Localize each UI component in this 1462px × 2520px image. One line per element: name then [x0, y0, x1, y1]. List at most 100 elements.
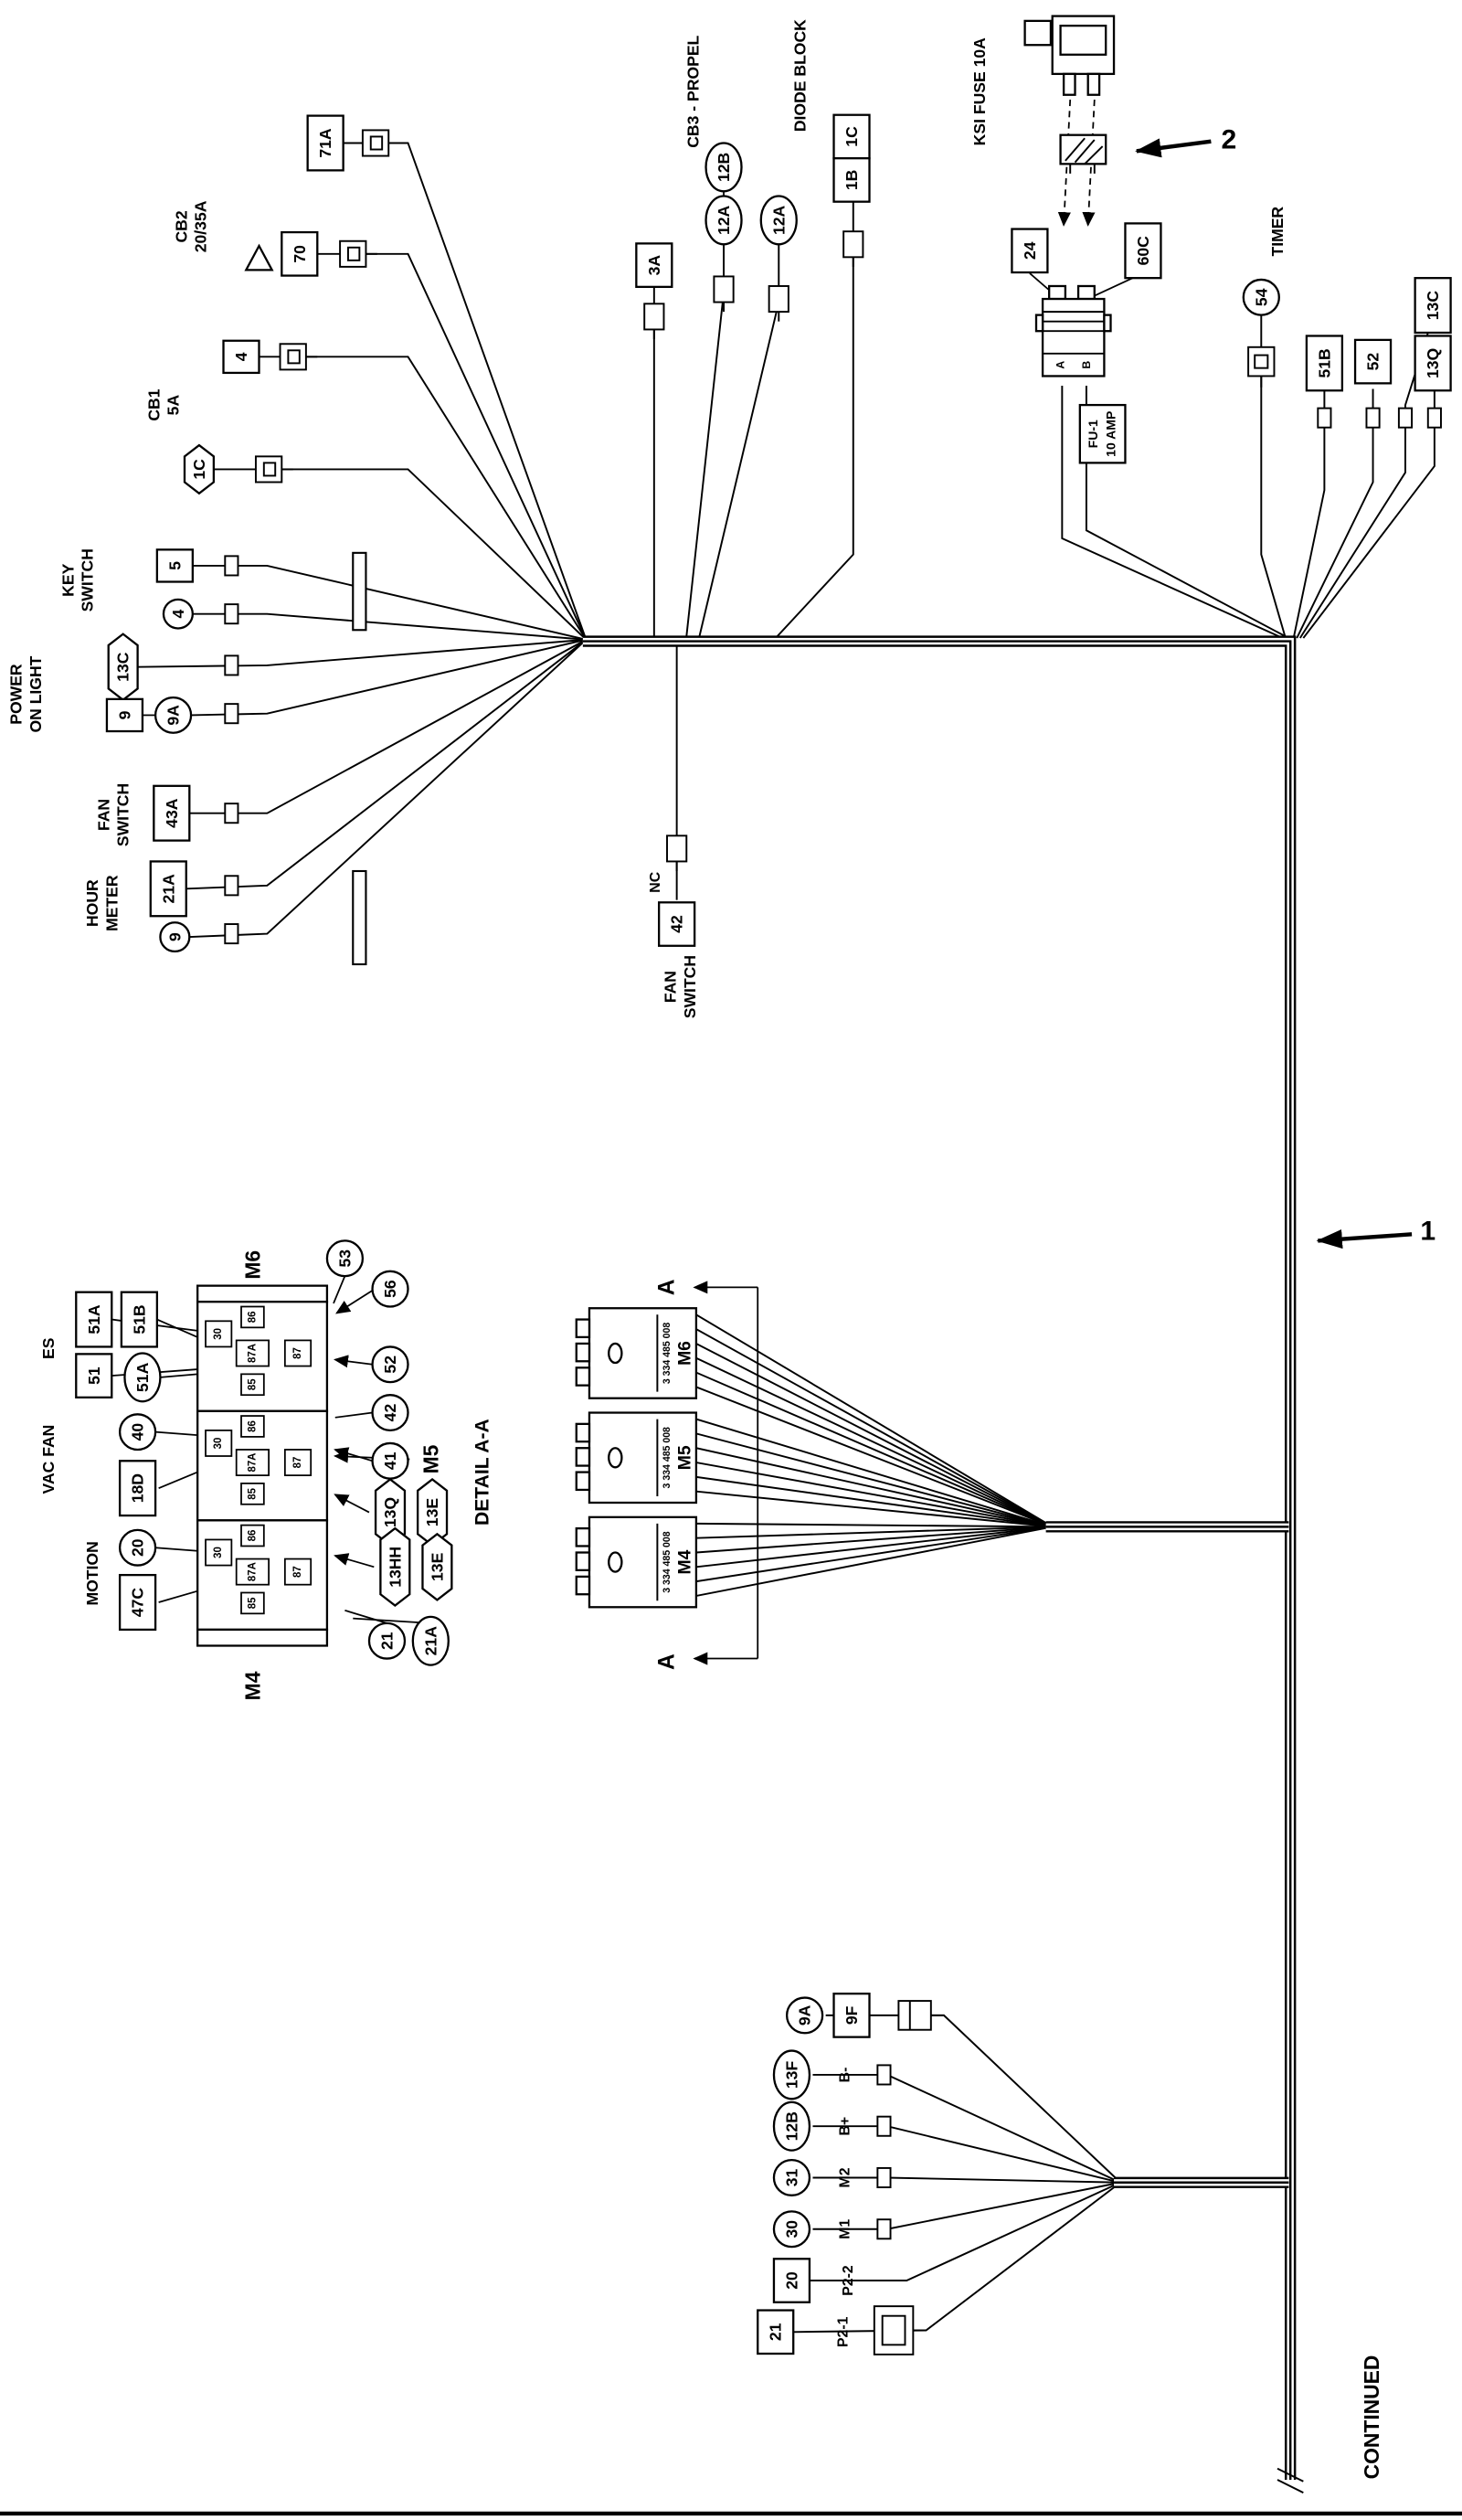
- wire-label-9F: 9F: [832, 1993, 871, 2038]
- wire-label-21: 21: [367, 1622, 407, 1660]
- plug-connector-icon: [666, 835, 688, 871]
- pin-text: 87: [292, 1347, 303, 1359]
- wire-label-51B: 51B: [120, 1291, 159, 1348]
- relay-pin-87: 87: [283, 1339, 313, 1367]
- wire-label-21A: 21A: [149, 860, 187, 918]
- leader-line: [158, 1471, 198, 1489]
- plug-connector-icon: [876, 2064, 892, 2086]
- label-text: 13HH: [386, 1547, 404, 1588]
- wire: [1061, 385, 1280, 638]
- label-text: 3A: [645, 255, 663, 276]
- connector-module-m5: [575, 1411, 698, 1505]
- wire: [812, 2181, 1121, 2230]
- label-text: 13F: [782, 2061, 800, 2089]
- wire-label-47C: 47C: [118, 1573, 157, 1632]
- leader-line: [156, 1318, 198, 1338]
- leader-line: [335, 1290, 374, 1314]
- wire: [695, 1386, 1054, 1528]
- diagram-text: METER: [102, 875, 121, 931]
- label-text: 12B: [782, 2111, 800, 2141]
- wire: [189, 639, 588, 939]
- label-text: 1C: [190, 459, 208, 480]
- wire-label-9A: 9A: [154, 696, 193, 734]
- label-text: 12B: [715, 153, 733, 182]
- label-text: 4: [169, 610, 187, 619]
- diagram-text: 20/35A: [192, 200, 210, 252]
- wire-label-52: 52: [371, 1345, 409, 1384]
- label-text: 71A: [316, 128, 334, 157]
- pin-text: 87A: [247, 1453, 258, 1473]
- label-text: 21A: [159, 874, 177, 903]
- wire-label-5: 5: [155, 548, 195, 583]
- wire-label-71A: 71A: [306, 114, 344, 172]
- label-text: 31: [782, 2169, 800, 2187]
- plug-connector-icon: [873, 2305, 927, 2355]
- relay-pin-30: 30: [205, 1429, 233, 1457]
- wire-label-9A: 9A: [785, 1996, 824, 2035]
- leader-line: [155, 1430, 198, 1437]
- leader-line: [353, 1617, 431, 1624]
- label-text: 53: [335, 1249, 354, 1268]
- diagram-text: MOTION: [83, 1541, 101, 1605]
- diagram-text: CB2: [172, 210, 190, 242]
- wire: [189, 638, 587, 814]
- diagram-text: FU-1: [1086, 420, 1100, 448]
- diagram-text: M4: [674, 1549, 694, 1574]
- label-text: 43A: [163, 798, 181, 827]
- plug-connector-icon: [897, 2000, 945, 2031]
- leader-line: [334, 1553, 375, 1568]
- label-text: 9: [115, 710, 133, 719]
- label-text: 47C: [129, 1588, 147, 1617]
- wire-label-13F: 13F: [772, 2049, 811, 2100]
- label-text: 42: [668, 915, 686, 933]
- plug-connector-icon: [1426, 407, 1442, 429]
- wire-label-30: 30: [772, 2210, 811, 2249]
- relay-pin-86: 86: [240, 1305, 265, 1329]
- label-text: 20: [782, 2271, 800, 2290]
- pin-text: 86: [247, 1420, 258, 1432]
- label-text: 41: [381, 1451, 399, 1470]
- wire-label-42: 42: [371, 1394, 409, 1432]
- plug-connector-icon: [876, 2166, 892, 2189]
- label-text: 51A: [133, 1362, 152, 1391]
- wire-label-51B: 51B: [1305, 335, 1344, 392]
- diagram-text: SWITCH: [114, 783, 132, 846]
- label-text: 42: [381, 1404, 399, 1422]
- label-text: 13Q: [1424, 348, 1442, 378]
- label-text: 1B: [842, 170, 861, 190]
- relay-pin-86: 86: [240, 1524, 265, 1547]
- label-text: 51B: [1315, 348, 1333, 377]
- diagram-text: KEY: [58, 563, 77, 596]
- fu1-box: [1078, 403, 1127, 464]
- wire-label-31: 31: [772, 2158, 811, 2196]
- label-text: 18D: [129, 1473, 147, 1503]
- diagram-text: CB1: [144, 388, 163, 420]
- leader-line: [344, 1609, 387, 1624]
- pin-text: 30: [213, 1438, 224, 1450]
- diagram-text: M6: [240, 1250, 264, 1280]
- wire: [695, 1526, 1053, 1597]
- connector-module-m4: [575, 1515, 698, 1609]
- plug-layer: [224, 129, 1442, 2355]
- plug-connector-icon: [224, 875, 239, 897]
- harness-bus-center: [582, 640, 1292, 2481]
- diagram-text: M1: [837, 2219, 853, 2239]
- wire-label-51A: 51A: [75, 1291, 113, 1348]
- wire-label-13Q: 13Q: [374, 1478, 407, 1547]
- wire: [695, 1522, 1053, 1528]
- label-text: 9A: [796, 2004, 814, 2026]
- relay-pin-87A: 87A: [235, 1558, 270, 1586]
- label-text: 12A: [715, 206, 733, 235]
- wire-label-13C: 13C: [107, 633, 139, 702]
- relay-pin-85: 85: [240, 1373, 265, 1397]
- wire-layer: [137, 142, 1436, 2334]
- wire-label-70: 70: [281, 230, 319, 277]
- pin-text: 85: [247, 1378, 258, 1390]
- wire: [192, 612, 587, 641]
- wire: [809, 2181, 1121, 2281]
- bus-break: [1277, 2467, 1304, 2493]
- connector-strip: [352, 869, 367, 966]
- wire-label-13E: 13E: [416, 1478, 449, 1547]
- wire: [695, 1356, 1054, 1528]
